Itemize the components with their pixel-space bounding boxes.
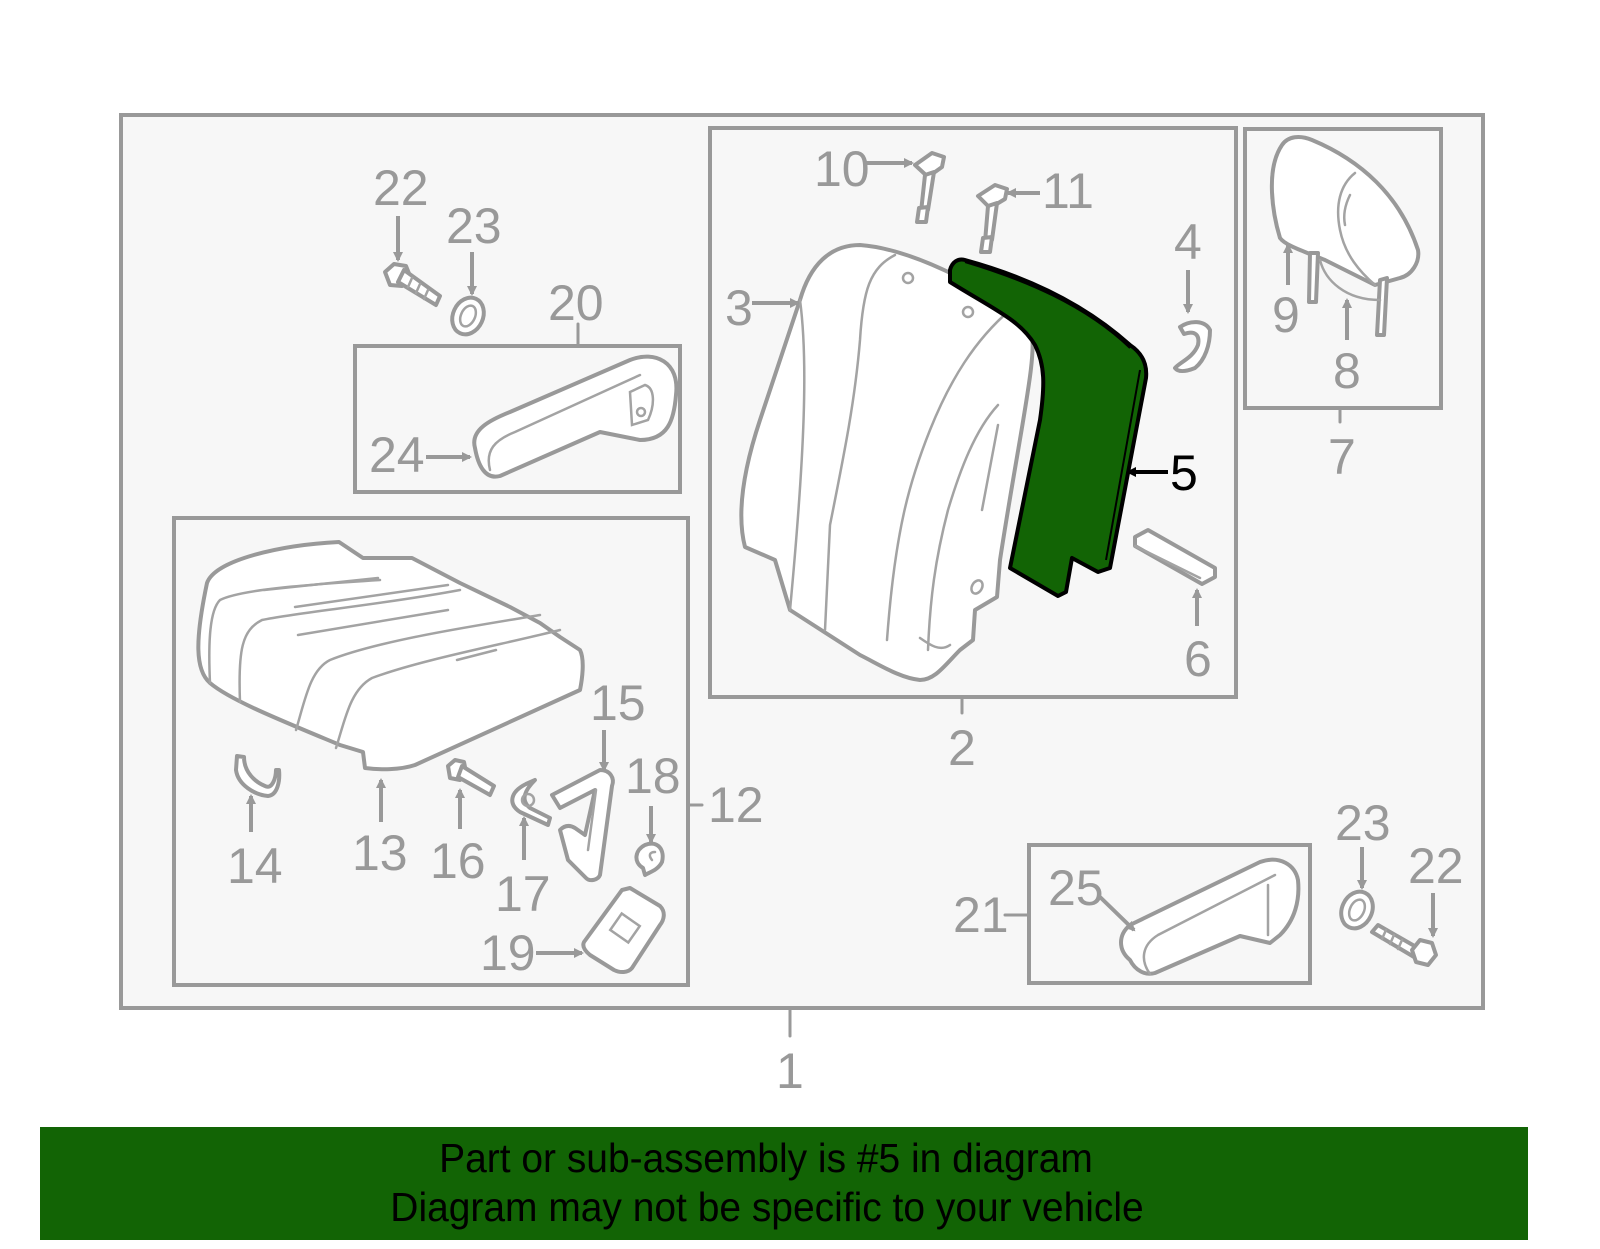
part-19-cover[interactable] bbox=[581, 886, 666, 975]
part-25-lever[interactable] bbox=[1119, 857, 1301, 976]
label-1[interactable]: 1 bbox=[776, 1043, 804, 1099]
part-8-9-headrest[interactable] bbox=[1269, 135, 1421, 337]
part-18-clip[interactable] bbox=[634, 841, 665, 877]
label-24[interactable]: 24 bbox=[369, 427, 425, 483]
banner-disclaimer-text: Diagram may not be specific to your vehi… bbox=[390, 1184, 1144, 1230]
label-7[interactable]: 7 bbox=[1328, 429, 1356, 485]
label-4[interactable]: 4 bbox=[1174, 214, 1202, 270]
label-20[interactable]: 20 bbox=[548, 275, 604, 331]
label-18[interactable]: 18 bbox=[625, 748, 681, 804]
label-2[interactable]: 2 bbox=[948, 720, 976, 776]
label-12[interactable]: 12 bbox=[708, 777, 764, 833]
part-15-bracket[interactable] bbox=[550, 768, 615, 883]
label-13[interactable]: 13 bbox=[352, 825, 408, 881]
part-22-bolt-bottom[interactable] bbox=[1370, 923, 1438, 967]
label-6[interactable]: 6 bbox=[1184, 631, 1212, 687]
assembly-12-box bbox=[172, 516, 690, 987]
assembly-20-box bbox=[353, 344, 682, 494]
part-10-guide[interactable] bbox=[913, 151, 946, 224]
label-23-bottom[interactable]: 23 bbox=[1335, 795, 1391, 851]
part-16-bolt[interactable] bbox=[446, 758, 496, 797]
label-19[interactable]: 19 bbox=[480, 925, 536, 981]
label-25[interactable]: 25 bbox=[1048, 860, 1104, 916]
label-3[interactable]: 3 bbox=[725, 280, 753, 336]
label-23-top[interactable]: 23 bbox=[446, 198, 502, 254]
label-8[interactable]: 8 bbox=[1333, 343, 1361, 399]
part-24-lever[interactable] bbox=[472, 354, 679, 479]
label-15[interactable]: 15 bbox=[590, 675, 646, 731]
assembly-2-box bbox=[708, 126, 1238, 699]
label-10[interactable]: 10 bbox=[814, 141, 870, 197]
part-5-seatback-panel-highlighted[interactable] bbox=[948, 257, 1149, 598]
label-9[interactable]: 9 bbox=[1272, 287, 1300, 343]
part-info-banner: Part or sub-assembly is #5 in diagram Di… bbox=[40, 1127, 1528, 1240]
label-22-top[interactable]: 22 bbox=[373, 160, 429, 216]
part-3-seatback-frame[interactable] bbox=[739, 243, 1035, 682]
label-11[interactable]: 11 bbox=[1042, 163, 1094, 219]
part-13-seat-cushion[interactable] bbox=[196, 540, 585, 772]
part-6-block[interactable] bbox=[1133, 528, 1217, 586]
part-23-washer-bottom[interactable] bbox=[1335, 886, 1378, 933]
part-17-clip[interactable] bbox=[510, 778, 552, 827]
part-4-hook[interactable] bbox=[1173, 320, 1212, 373]
label-16[interactable]: 16 bbox=[430, 833, 486, 889]
part-23-washer-top[interactable] bbox=[446, 292, 489, 339]
label-5[interactable]: 5 bbox=[1170, 445, 1198, 501]
assembly-7-box bbox=[1243, 127, 1443, 410]
part-22-bolt-top[interactable] bbox=[383, 262, 442, 307]
banner-part-number-text: Part or sub-assembly is #5 in diagram bbox=[439, 1135, 1093, 1181]
label-21[interactable]: 21 bbox=[953, 887, 1009, 943]
part-14-hook[interactable] bbox=[234, 754, 282, 798]
label-22-bottom[interactable]: 22 bbox=[1408, 838, 1464, 894]
label-14[interactable]: 14 bbox=[227, 838, 283, 894]
label-17[interactable]: 17 bbox=[495, 866, 551, 922]
